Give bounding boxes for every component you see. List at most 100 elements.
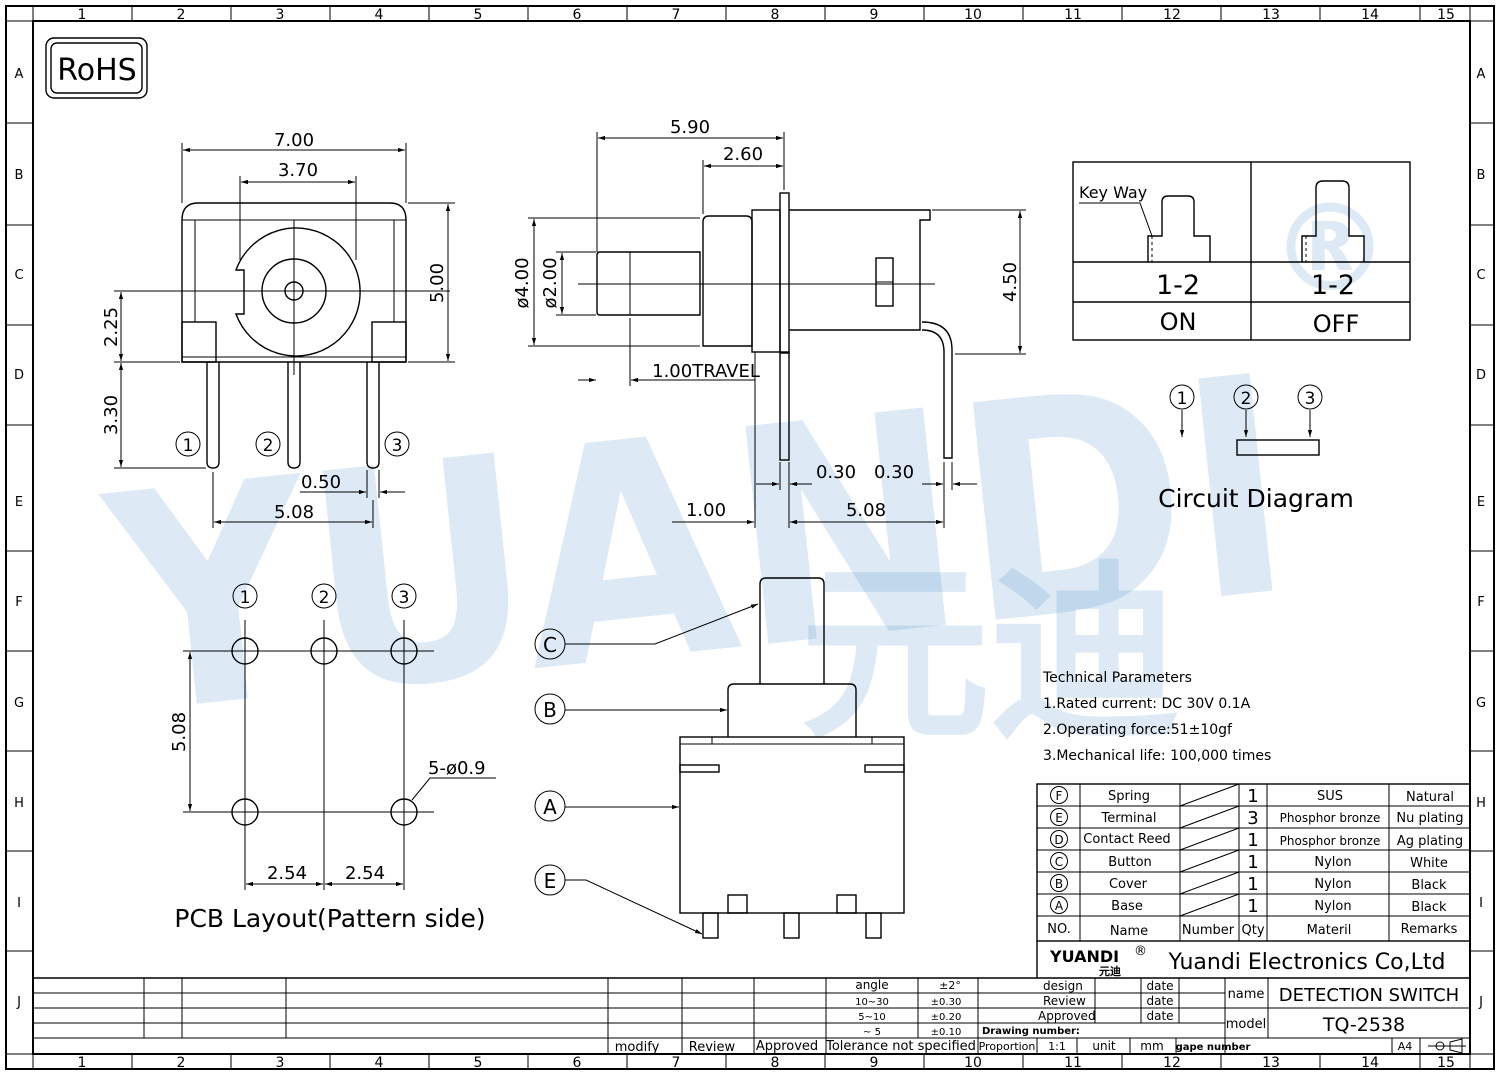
svg-text:5-ø0.9: 5-ø0.9 — [428, 758, 486, 779]
bom-row-b: B Cover 1 Nylon Black — [1050, 874, 1447, 895]
svg-text:2: 2 — [319, 588, 330, 608]
svg-text:3.30: 3.30 — [101, 395, 122, 435]
watermark: YUANDI 元迪 ® — [91, 180, 1390, 782]
svg-text:DETECTION SWITCH: DETECTION SWITCH — [1279, 985, 1459, 1006]
svg-text:3.70: 3.70 — [278, 160, 318, 181]
inner-frame — [32, 20, 1471, 1055]
svg-text:date: date — [1146, 994, 1173, 1008]
svg-text:Nylon: Nylon — [1314, 899, 1351, 914]
svg-text:2: 2 — [263, 436, 274, 456]
col-label: 8 — [771, 7, 780, 23]
col-label: 5 — [474, 1055, 483, 1071]
col-label: 4 — [375, 7, 384, 23]
svg-text:RoHS: RoHS — [57, 53, 136, 88]
svg-text:Black: Black — [1411, 878, 1447, 893]
svg-text:angle: angle — [855, 978, 888, 992]
circuit-diagram: 1 2 3 Circuit Diagram — [1158, 384, 1354, 513]
svg-text:Tolerance not specified: Tolerance not specified — [825, 1039, 976, 1054]
bom-number-slash — [1179, 783, 1240, 807]
svg-text:Nylon: Nylon — [1314, 855, 1351, 870]
col-label: 14 — [1361, 7, 1379, 23]
svg-text:5.08: 5.08 — [274, 502, 314, 523]
svg-text:0.30: 0.30 — [816, 462, 856, 483]
col-label: 13 — [1262, 7, 1280, 23]
svg-text:±2°: ±2° — [939, 979, 961, 992]
svg-text:A: A — [543, 795, 557, 819]
row-label: J — [16, 995, 21, 1010]
svg-text:Phosphor bronze: Phosphor bronze — [1280, 834, 1381, 848]
svg-text:2.25: 2.25 — [101, 307, 122, 347]
svg-text:SUS: SUS — [1317, 789, 1343, 804]
col-label: 10 — [964, 1055, 982, 1071]
bom-number-slash — [1179, 893, 1240, 917]
svg-text:Base: Base — [1111, 899, 1143, 914]
svg-text:5~10: 5~10 — [858, 1012, 885, 1023]
svg-text:®: ® — [1270, 180, 1390, 319]
svg-text:Ag plating: Ag plating — [1397, 834, 1463, 849]
svg-text:White: White — [1410, 856, 1448, 871]
row-label: D — [14, 368, 24, 383]
svg-text:Technical Parameters: Technical Parameters — [1042, 670, 1192, 686]
col-label: 12 — [1163, 7, 1181, 23]
svg-text:Nylon: Nylon — [1314, 877, 1351, 892]
svg-text:2.Operating force:51±10gf: 2.Operating force:51±10gf — [1043, 722, 1233, 738]
svg-text:±0.10: ±0.10 — [931, 1027, 962, 1038]
col-label: 2 — [177, 7, 186, 23]
svg-text:PCB Layout(Pattern side): PCB Layout(Pattern side) — [174, 904, 485, 933]
col-label: 11 — [1064, 7, 1082, 23]
svg-text:1: 1 — [1247, 830, 1258, 851]
row-label: B — [1477, 168, 1486, 183]
svg-text:C: C — [543, 633, 557, 657]
bom-number-slash — [1179, 849, 1240, 873]
title-block: YUANDI ® 元迪 Yuandi Electronics Co,Ltd mo… — [33, 941, 1470, 1055]
svg-text:D: D — [1054, 833, 1063, 847]
svg-text:±0.30: ±0.30 — [931, 997, 962, 1008]
col-label: 8 — [771, 1055, 780, 1071]
svg-text:3: 3 — [392, 436, 403, 456]
row-label: H — [1476, 796, 1486, 811]
svg-text:5.08: 5.08 — [169, 712, 190, 752]
svg-text:1.00: 1.00 — [686, 500, 726, 521]
svg-text:1.Rated current: DC 30V 0.1A: 1.Rated current: DC 30V 0.1A — [1043, 696, 1251, 712]
row-label: F — [1477, 595, 1484, 610]
svg-text:date: date — [1146, 979, 1173, 993]
col-label: 7 — [672, 1055, 681, 1071]
svg-text:3.Mechanical life: 100,000 tim: 3.Mechanical life: 100,000 times — [1043, 748, 1271, 764]
row-label: I — [17, 896, 21, 911]
row-label: F — [15, 595, 22, 610]
front-view: 7.00 3.70 5.00 2.25 3.30 0.50 5.08 1 2 3 — [101, 130, 455, 528]
row-label: G — [1476, 696, 1486, 711]
svg-text:name: name — [1228, 987, 1265, 1002]
svg-text:2.60: 2.60 — [723, 144, 763, 165]
assembly-view: C B A E — [534, 577, 905, 939]
bom-row-a: A Base 1 Nylon Black — [1050, 896, 1447, 917]
projection-symbol-icon — [1428, 1038, 1466, 1054]
svg-text:ON: ON — [1160, 308, 1197, 336]
svg-text:4.50: 4.50 — [1000, 262, 1021, 302]
svg-text:Key Way: Key Way — [1079, 183, 1147, 202]
svg-text:Number: Number — [1182, 923, 1235, 938]
svg-text:A: A — [1055, 899, 1064, 913]
svg-text:1-2: 1-2 — [1156, 270, 1200, 301]
svg-text:Black: Black — [1411, 900, 1447, 915]
row-label: A — [15, 67, 24, 82]
bom-header: NO. Name Number Qty Materil Remarks — [1047, 922, 1457, 939]
col-label: 6 — [573, 7, 582, 23]
pcb-layout: 1 2 3 5.08 2.54 2.54 5-ø0.9 PCB Layout(P… — [169, 583, 496, 933]
col-label: 14 — [1361, 1055, 1379, 1071]
svg-text:3: 3 — [1247, 808, 1258, 829]
svg-text:1: 1 — [1247, 852, 1258, 873]
svg-text:1-2: 1-2 — [1311, 270, 1355, 301]
col-label: 2 — [177, 1055, 186, 1071]
svg-text:C: C — [1055, 855, 1063, 869]
svg-text:unit: unit — [1092, 1039, 1116, 1053]
svg-text:E: E — [544, 869, 557, 893]
svg-text:0.30: 0.30 — [874, 462, 914, 483]
svg-text:A4: A4 — [1398, 1040, 1413, 1053]
svg-text:E: E — [1055, 811, 1063, 825]
svg-text:1: 1 — [1247, 786, 1258, 807]
col-label: 1 — [78, 7, 87, 23]
row-label: C — [14, 268, 23, 283]
